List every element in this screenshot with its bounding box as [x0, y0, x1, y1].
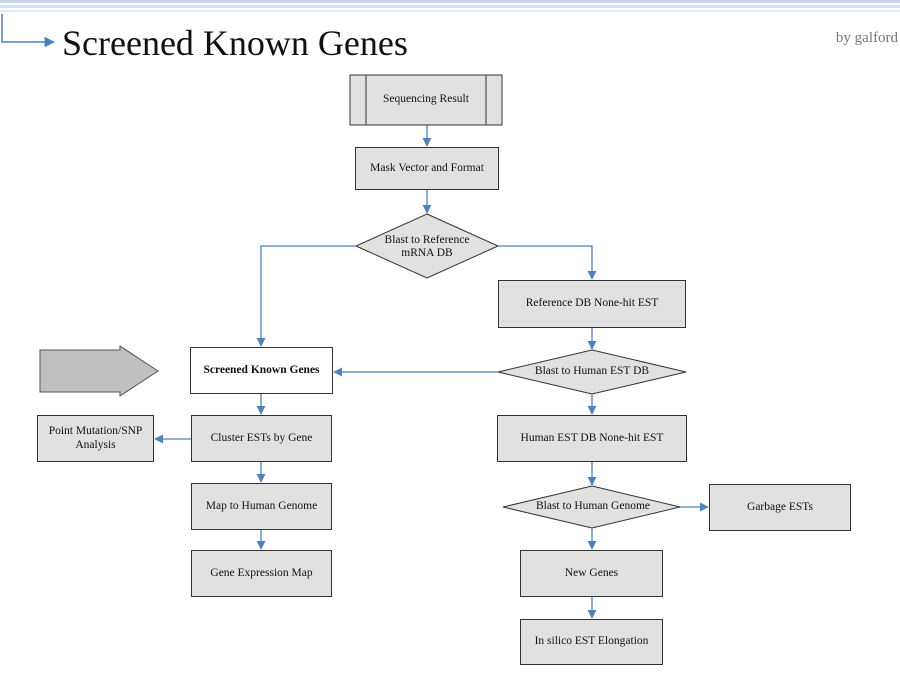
title-bracket-arrow — [1, 14, 56, 48]
decision-blast-reference — [354, 213, 500, 279]
node-point-mutation: Point Mutation/SNP Analysis — [37, 415, 154, 462]
author-byline: by galford — [835, 30, 898, 46]
arrow-blast-to-screened — [256, 245, 356, 347]
node-reference-nonhit: Reference DB None-hit EST — [498, 280, 686, 328]
node-in-silico: In silico EST Elongation — [520, 619, 663, 665]
node-map-genome: Map to Human Genome — [191, 483, 332, 530]
page-title: Screened Known Genes — [62, 23, 408, 63]
node-mask-vector: Mask Vector and Format — [355, 147, 499, 190]
node-sequencing-result: Sequencing Result — [383, 93, 469, 106]
node-blast-human-est: Blast to Human EST DB — [534, 365, 650, 378]
sequencing-result-frame — [349, 74, 503, 126]
node-human-est-nonhit: Human EST DB None-hit EST — [497, 415, 687, 462]
node-blast-human-genome: Blast to Human Genome — [535, 500, 651, 513]
big-pointer-arrow — [39, 345, 159, 397]
node-cluster-ests: Cluster ESTs by Gene — [191, 415, 332, 462]
node-screened-known-genes: Screened Known Genes — [190, 347, 333, 394]
node-new-genes: New Genes — [520, 550, 663, 597]
node-blast-reference: Blast to Reference mRNA DB — [384, 233, 470, 259]
header-bars — [0, 0, 900, 12]
node-garbage-ests: Garbage ESTs — [709, 484, 851, 531]
node-gene-expression: Gene Expression Map — [191, 550, 332, 597]
arrow-blast-to-refnonhit — [498, 245, 597, 280]
